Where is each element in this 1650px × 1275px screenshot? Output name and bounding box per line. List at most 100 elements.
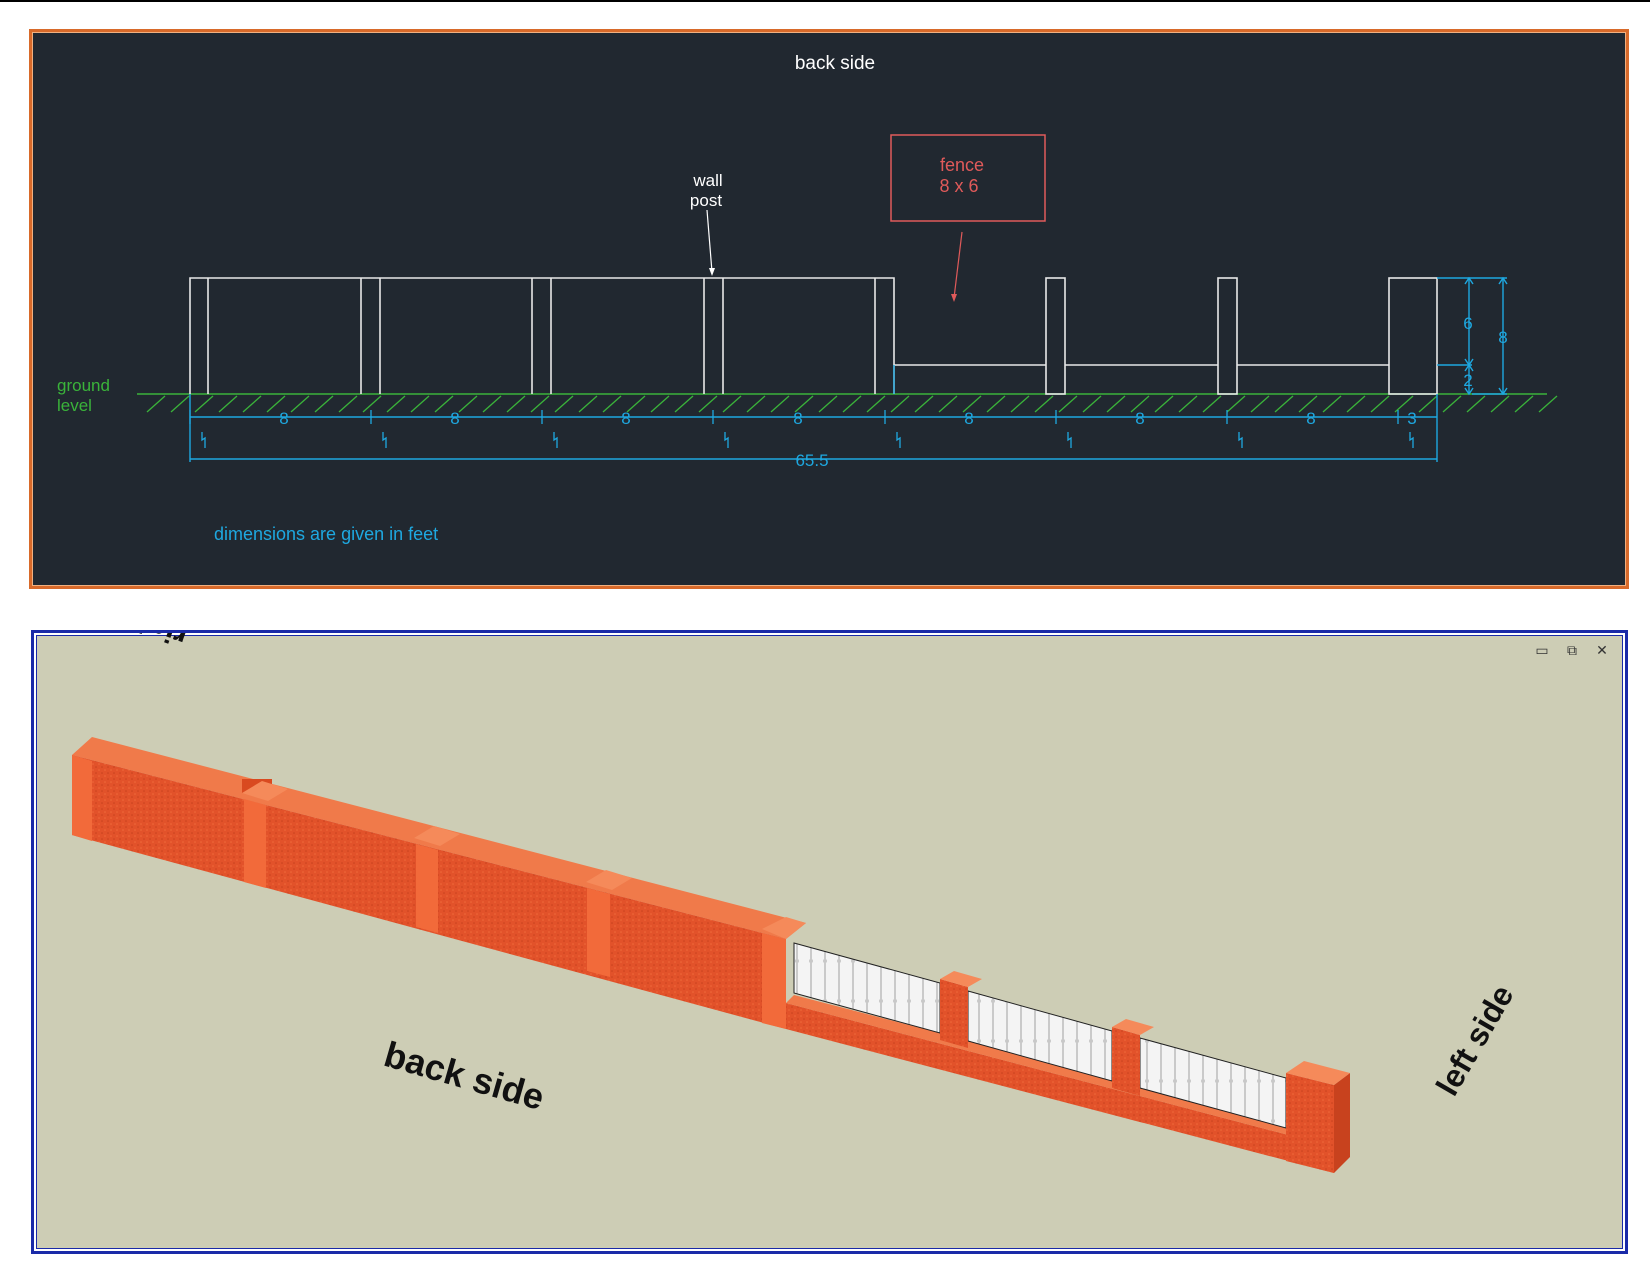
fence-section-3d bbox=[786, 942, 1350, 1173]
bay-dim-1: 8 bbox=[279, 409, 288, 428]
wall-post-label: wall bbox=[692, 171, 722, 190]
ground-hatch-mark bbox=[626, 395, 646, 413]
bay-dimension-line bbox=[189, 394, 1438, 462]
restore-icon[interactable]: ⧉ bbox=[1567, 643, 1577, 659]
ground-hatch-mark bbox=[362, 395, 382, 413]
ground-line bbox=[137, 393, 1558, 413]
ground-level-label-2: level bbox=[57, 396, 92, 415]
bay-dim-5: 8 bbox=[964, 409, 973, 428]
ground-hatch-mark bbox=[698, 395, 718, 413]
ground-hatch-mark bbox=[1418, 395, 1438, 413]
base-height-dim: 2 bbox=[1463, 371, 1472, 390]
close-icon[interactable]: ✕ bbox=[1596, 643, 1608, 659]
bay-dim-2: 8 bbox=[450, 409, 459, 428]
break-symbol bbox=[896, 432, 901, 448]
ground-hatch-mark bbox=[1490, 395, 1510, 413]
ground-hatch-mark bbox=[674, 395, 694, 413]
ground-hatch-mark bbox=[602, 395, 622, 413]
brick-wall-3d bbox=[72, 737, 806, 1029]
cad-drawing: back side ground level bbox=[57, 53, 1558, 544]
ground-hatch-mark bbox=[1442, 395, 1462, 413]
bay-dim-7: 8 bbox=[1306, 409, 1315, 428]
left-side-label: left side bbox=[1429, 979, 1521, 1102]
break-symbol bbox=[724, 432, 729, 448]
fence-leader bbox=[953, 231, 963, 299]
isometric-view-panel: ▭ ⧉ ✕ bbox=[31, 630, 1628, 1254]
fence-base-lines bbox=[893, 364, 1472, 394]
ground-hatch-mark bbox=[170, 395, 190, 413]
ground-hatch-mark bbox=[890, 395, 910, 413]
break-symbol bbox=[1067, 432, 1072, 448]
break-symbol bbox=[1238, 432, 1243, 448]
ground-hatch-mark bbox=[242, 395, 262, 413]
ground-hatch-mark bbox=[938, 395, 958, 413]
ground-hatch-mark bbox=[1370, 395, 1390, 413]
ground-hatch-mark bbox=[266, 395, 286, 413]
ground-hatch-mark bbox=[338, 395, 358, 413]
ground-hatch-mark bbox=[1298, 395, 1318, 413]
ground-hatch-mark bbox=[434, 395, 454, 413]
window-controls: ▭ ⧉ ✕ bbox=[1531, 643, 1613, 659]
right-side-label: right side bbox=[45, 633, 193, 654]
ground-hatch-mark bbox=[194, 395, 214, 413]
total-length-dim: 65.5 bbox=[795, 451, 828, 470]
bay-dim-3: 8 bbox=[621, 409, 630, 428]
ground-hatch-mark bbox=[1130, 395, 1150, 413]
units-note: dimensions are given in feet bbox=[214, 524, 438, 544]
break-symbol bbox=[553, 432, 558, 448]
ground-hatch-mark bbox=[1226, 395, 1246, 413]
ground-hatch-mark bbox=[770, 395, 790, 413]
ground-hatch-mark bbox=[1346, 395, 1366, 413]
ground-hatch-mark bbox=[842, 395, 862, 413]
cad-title: back side bbox=[795, 53, 875, 74]
bay-ticks bbox=[189, 410, 1414, 448]
ground-hatch-mark bbox=[482, 395, 502, 413]
ground-hatch-mark bbox=[1274, 395, 1294, 413]
ground-hatch-mark bbox=[410, 395, 430, 413]
ground-hatch-mark bbox=[914, 395, 934, 413]
break-symbol bbox=[201, 432, 206, 448]
fence-arrow bbox=[951, 294, 957, 302]
fence-label: fence bbox=[940, 155, 984, 175]
ground-hatch-mark bbox=[1082, 395, 1102, 413]
ground-hatch-mark bbox=[722, 395, 742, 413]
fence-height-dim: 6 bbox=[1463, 314, 1472, 333]
ground-hatch-mark bbox=[1514, 395, 1534, 413]
fence-size-label: 8 x 6 bbox=[939, 176, 978, 196]
fence-elevation bbox=[894, 277, 1438, 395]
ground-hatch-mark bbox=[1034, 395, 1054, 413]
wall-elevation bbox=[189, 277, 895, 394]
minimize-icon[interactable]: ▭ bbox=[1535, 643, 1549, 659]
ground-hatch-mark bbox=[290, 395, 310, 413]
ground-hatch-mark bbox=[1538, 395, 1558, 413]
ground-hatch-mark bbox=[146, 395, 166, 413]
ground-hatch-mark bbox=[1202, 395, 1222, 413]
ground-hatch-mark bbox=[1322, 395, 1342, 413]
ground-hatch-mark bbox=[1250, 395, 1270, 413]
ground-level-label: ground bbox=[57, 376, 110, 395]
ground-hatch-mark bbox=[458, 395, 478, 413]
ground-hatch-mark bbox=[650, 395, 670, 413]
ground-hatch-mark bbox=[986, 395, 1006, 413]
ground-hatch-mark bbox=[1106, 395, 1126, 413]
ground-hatch-mark bbox=[746, 395, 766, 413]
ground-hatch-mark bbox=[962, 395, 982, 413]
ground-hatch-mark bbox=[1178, 395, 1198, 413]
ground-hatch-mark bbox=[866, 395, 886, 413]
wall-post-label-2: post bbox=[690, 191, 722, 210]
back-side-label: back side bbox=[380, 1033, 549, 1118]
wall-post-leader bbox=[706, 209, 713, 273]
break-symbol bbox=[382, 432, 387, 448]
ground-hatch-mark bbox=[1058, 395, 1078, 413]
wall-post-arrow bbox=[709, 268, 715, 276]
break-symbol bbox=[1409, 432, 1414, 448]
ground-hatch-mark bbox=[314, 395, 334, 413]
ground-hatch-mark bbox=[554, 395, 574, 413]
ground-hatch-mark bbox=[818, 395, 838, 413]
ground-hatch-mark bbox=[1466, 395, 1486, 413]
isometric-render: back side right side left side bbox=[45, 633, 1521, 1173]
ground-hatch-mark bbox=[1010, 395, 1030, 413]
ground-hatch-mark bbox=[1394, 395, 1414, 413]
ground-hatch-mark bbox=[506, 395, 526, 413]
bay-dim-6: 8 bbox=[1135, 409, 1144, 428]
